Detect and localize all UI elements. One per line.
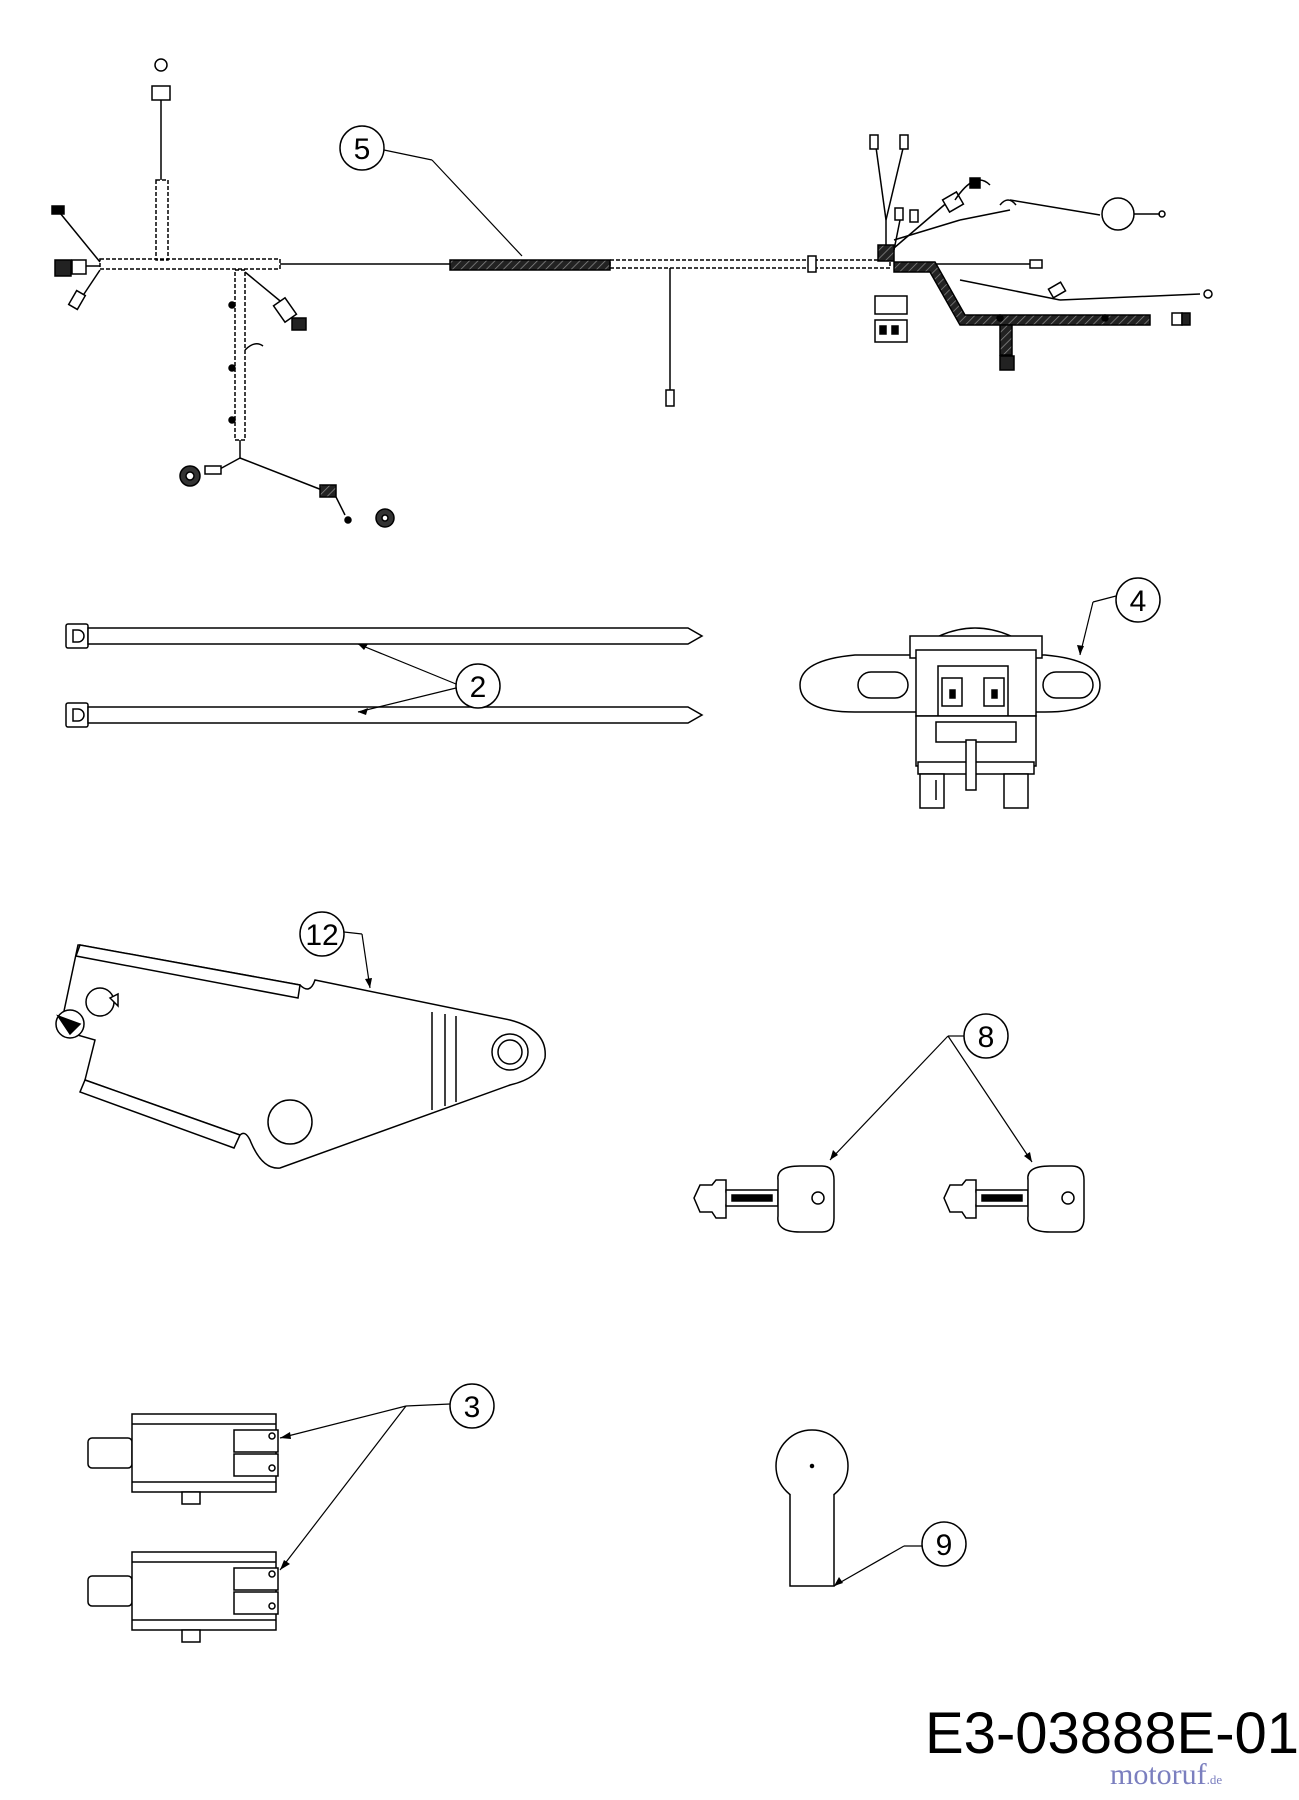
callout-12: 12	[299, 911, 372, 989]
callout-8: 8	[829, 1013, 1033, 1163]
connector-icon	[54, 259, 72, 277]
plunger-switch	[87, 1413, 279, 1505]
ignition-key	[693, 1165, 835, 1233]
plunger-switch	[87, 1551, 279, 1643]
cable-ties	[65, 623, 704, 728]
callout-4: 4	[1077, 577, 1161, 656]
ring-terminal-icon	[154, 58, 168, 72]
svg-text:5: 5	[354, 133, 371, 166]
callout-3: 3	[279, 1383, 495, 1571]
svg-text:4: 4	[1130, 585, 1147, 618]
ignition-switch	[799, 627, 1101, 809]
svg-text:12: 12	[305, 919, 338, 952]
watermark-main: motoruf	[1110, 1758, 1207, 1791]
ignition-key	[943, 1165, 1085, 1233]
svg-text:9: 9	[936, 1529, 953, 1562]
cap	[775, 1429, 849, 1587]
connector-icon	[151, 85, 171, 101]
callout-5: 5	[339, 125, 523, 257]
parts-diagram: 5 2	[51, 58, 1213, 1643]
watermark-tld: .de	[1206, 1772, 1223, 1787]
drawing-code: E3-03888E-01	[925, 1701, 1299, 1766]
connector-icon	[999, 355, 1015, 371]
ring-terminal-icon	[1101, 197, 1135, 231]
svg-text:2: 2	[470, 671, 487, 704]
svg-text:8: 8	[978, 1021, 995, 1054]
wiring-harness	[51, 58, 1213, 528]
callout-2: 2	[357, 643, 501, 715]
callout-9: 9	[833, 1521, 967, 1587]
bracket	[55, 944, 546, 1169]
svg-text:3: 3	[464, 1391, 481, 1424]
watermark-logo: motoruf.de	[1110, 1758, 1222, 1792]
